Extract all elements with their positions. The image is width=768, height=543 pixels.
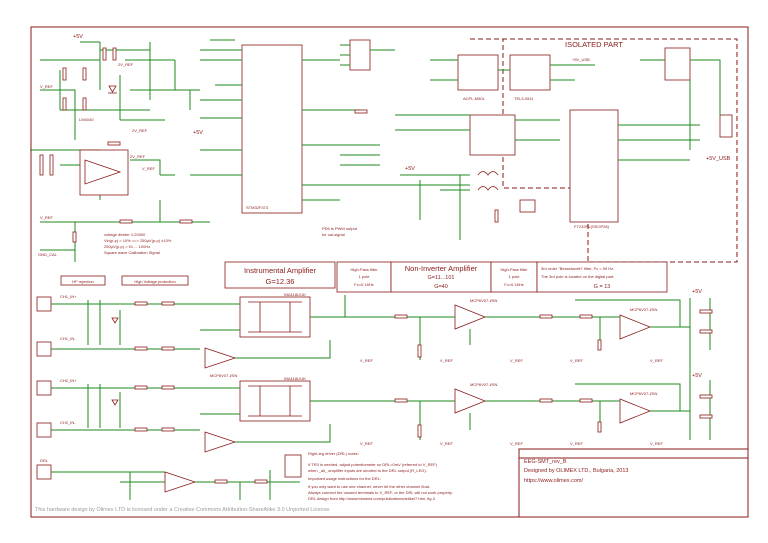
hp-filter-right-title: High-Pass filter xyxy=(500,267,528,272)
channel-1: INA118U/1K MCP6V07-I/SN MCP6V07-I/SN V_R… xyxy=(200,292,690,378)
instrumental-amp-title: Instrumental Amplifier xyxy=(244,266,317,275)
pd6-note-2: for cal-signal xyxy=(322,232,345,237)
hp-filter-right-pole: 1 pole xyxy=(509,274,521,279)
ch2-vref-3: V_REF xyxy=(510,441,523,446)
opto-chip-label: ACPL-M50L xyxy=(463,96,486,101)
bessel-line-2: The 3rd pole is located on the digital p… xyxy=(541,274,614,279)
bessel-gain: G = 13 xyxy=(594,284,611,290)
drl-note-3: Important usage instructions for the DRL… xyxy=(308,476,381,481)
drl-notes-title: Right-leg driver (DRL) notes: xyxy=(308,451,359,456)
ch2-vref-1: V_REF xyxy=(440,441,453,446)
stage-boxes: Instrumental Amplifier G=12.36 High-Pass… xyxy=(224,261,668,293)
crystal-header xyxy=(340,39,395,166)
sheet-border xyxy=(30,26,749,518)
mcu-block: STM32F373 PD6 is PWM output for cal-sign… xyxy=(160,39,470,237)
drl-buffer-top-label: MCP6V07-I/SN xyxy=(210,373,237,378)
ch1-in-plus-label: CH1_IN+ xyxy=(60,294,77,299)
ch2-vref-2: V_REF xyxy=(360,441,373,446)
usb-interface: FT232RL(SSOP28) +5V_USB xyxy=(569,47,733,229)
vref-buffer-chip: LM4040 xyxy=(79,117,94,122)
drl-label: DRL xyxy=(40,458,49,463)
hp-filter-left-box xyxy=(336,261,392,293)
gain-top-label: MCP6V07-I/SN xyxy=(470,298,497,303)
gain-bottom-label: MCP6V07-I/SN xyxy=(470,382,497,387)
ch1-vref-5: V_REF xyxy=(650,358,663,363)
hf-rejection-label: HF rejection xyxy=(72,279,94,284)
right-decoupling: +5V +5V xyxy=(689,289,713,440)
bessel-top-label: MCP6V07-I/SN xyxy=(630,307,657,312)
dcdc-chip-label: TEL3-0511 xyxy=(514,96,534,101)
net-ref-label-2: 2V_REF xyxy=(132,128,148,133)
title-block: EEG-SMT_rev_B Designed by OLIMEX LTD., B… xyxy=(518,448,749,518)
drl-notes: Right-leg driver (DRL) notes: If TR3 is … xyxy=(308,451,453,501)
ref-buffer-stage: 2V_REF V_REF xyxy=(30,141,175,200)
right-vcc-top: +5V xyxy=(692,289,702,295)
square-wave-note: Square wave Calibration Signal xyxy=(104,250,160,255)
isolation-chips: ACPL-M50L TEL3-0511 +5V_USB xyxy=(395,54,595,156)
hp-filter-right-fc: Fc=0.16Hz xyxy=(504,282,523,287)
drl-note-5: Always connect the unused terminals to V… xyxy=(308,490,453,495)
ch2-in-minus-label: CH2_IN- xyxy=(60,420,76,425)
bessel-filter-box xyxy=(536,261,668,293)
drl-note-4: If you only want to use one channel, nev… xyxy=(308,484,430,489)
drl-note-2: when _all_ amplifier inputs are shorted … xyxy=(308,468,427,473)
non-inverter-gain: G=40 xyxy=(434,284,448,290)
hp-filter-left-fc: Fc=0.16Hz xyxy=(354,282,373,287)
bessel-line-1: 3rd order "Besselworth" filter, Fc = 59 … xyxy=(541,266,614,271)
net-vref-label-1: V_REF xyxy=(40,84,53,89)
usb-vcc-label: +5V_USB xyxy=(572,57,590,62)
reference-section: +5V 2V_REF 2V_REF V_REF LM4040 xyxy=(40,34,200,140)
mcu-vcc-label: +5V xyxy=(193,130,203,136)
input-protection: HF rejection High Voltage protection CH1… xyxy=(36,275,200,480)
drl-note-6: DRL design from http://www.biosemi.com/p… xyxy=(308,496,436,501)
ref-buf-label: 2V_REF xyxy=(130,154,146,159)
freq-note: 250µV(p-p) = f/1 ... 100Hz xyxy=(104,244,150,249)
drl-section xyxy=(120,454,302,500)
ch2-in-plus-label: CH2_IN+ xyxy=(60,378,77,383)
pd6-note-1: PD6 is PWM output xyxy=(322,226,358,231)
net-ref-label-1: 2V_REF xyxy=(118,62,134,67)
ina-top-label: INA118U/1K xyxy=(284,292,306,297)
net-vcc-label-1: +5V xyxy=(73,34,83,40)
ch1-vref-1: V_REF xyxy=(440,358,453,363)
title-block-designer: Designed by OLIMEX LTD., Bulgaria, 2013 xyxy=(524,468,628,474)
net-vcal-label: V_REF xyxy=(40,215,53,220)
ch1-in-minus-label: CH1_IN- xyxy=(60,336,76,341)
hv-protection-label: High Voltage protection xyxy=(134,279,175,284)
license-text: This hardware design by Olimex LTD is li… xyxy=(35,507,331,513)
ref-buf-vref: V_REF xyxy=(142,166,155,171)
power-vcc-label: +5V xyxy=(405,166,415,172)
mcu-part-number: STM32F373 xyxy=(246,205,269,210)
calibration-divider: V_REF GND_CAL voltage divider 1:20000 Vi… xyxy=(38,200,210,262)
power-input-section: +5V xyxy=(400,166,536,240)
title-block-url: https://www.olimex.com/ xyxy=(524,478,583,484)
vin-note: Vin(p-p) = 10% ==> 250µV(p-p) ±10% xyxy=(104,238,172,243)
ina-bottom-label: INA118U/1K xyxy=(284,376,306,381)
non-inverter-range: G=11...101 xyxy=(428,275,455,281)
ch2-vref-5: V_REF xyxy=(650,441,663,446)
bessel-bottom-label: MCP6V07-I/SN xyxy=(630,391,657,396)
usb-chip-label: FT232RL(SSOP28) xyxy=(574,224,610,229)
hp-filter-left-pole: 1 pole xyxy=(359,274,371,279)
hp-filter-left-title: High-Pass filter xyxy=(350,267,378,272)
title-block-name: EEG-SMT_rev_B xyxy=(524,459,567,465)
ch2-vref-4: V_REF xyxy=(570,441,583,446)
right-vcc-bottom: +5V xyxy=(692,373,702,379)
isolated-part-region xyxy=(470,38,738,263)
instrumental-amp-gain: G=12.36 xyxy=(266,277,295,286)
ch1-vref-3: V_REF xyxy=(510,358,523,363)
ch1-vref-4: V_REF xyxy=(570,358,583,363)
divider-note: voltage divider 1:20000 xyxy=(104,232,146,237)
isolated-part-label: ISOLATED PART xyxy=(565,40,623,49)
non-inverter-title: Non-Inverter Amplifier xyxy=(405,264,478,273)
net-gnd-cal: GND_CAL xyxy=(38,252,58,257)
instrumental-amp-box xyxy=(224,261,336,289)
drl-note-1: If TR3 is needed, adjust potentiometer s… xyxy=(308,462,438,467)
usb-connector-label: +5V_USB xyxy=(706,156,731,162)
ch1-vref-2: V_REF xyxy=(360,358,373,363)
channel-2: INA118U/1K MCP6V07-I/SN V_REF V_REF V_RE… xyxy=(200,376,690,453)
